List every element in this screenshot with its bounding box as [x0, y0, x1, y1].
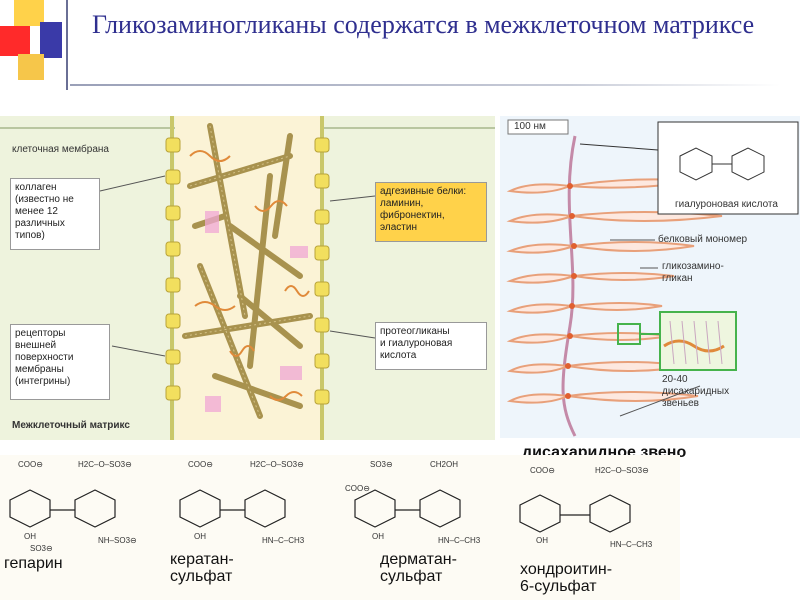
- heparin-oh: OH: [24, 532, 36, 541]
- corner-square-blue: [40, 22, 62, 58]
- corner-square-red: [0, 26, 30, 56]
- scale-bar-label: 100 нм: [514, 121, 546, 132]
- slide-title: Гликозаминогликаны содержатся в межклето…: [92, 10, 755, 39]
- chondroitin-hn: HN–C–CH3: [610, 540, 653, 549]
- keratan-h2c: H2C–O–SO3⊖: [250, 460, 304, 469]
- matrix-caption: Межклеточный матрикс: [12, 420, 130, 431]
- dermatan-rings: [354, 489, 461, 528]
- collagen-label: коллаген (известно не менее 12 различных…: [10, 178, 100, 250]
- chondroitin-sulfate-label: хондроитин- 6-сульфат: [520, 561, 613, 595]
- units-count-label: 20-40 дисахаридных звеньев: [662, 374, 730, 409]
- title-vertical-line: [66, 0, 68, 90]
- dermatan-hn: HN–C–CH3: [438, 536, 481, 545]
- chondroitin-rings: [519, 494, 631, 533]
- dermatan-oh: OH: [372, 532, 384, 541]
- hyaluronan-backbone: [561, 135, 577, 437]
- dermatan-so3: SO3⊖: [370, 460, 393, 469]
- heparin-h2c: H2C–O–SO3⊖: [78, 460, 132, 469]
- cell-membrane-label: клеточная мембрана: [12, 144, 109, 155]
- formula-drawings: [9, 489, 631, 533]
- proteoglycans-label: протеогликаны и гиалуроновая кислота: [375, 322, 487, 370]
- receptors-label: рецепторы внешней поверхности мембраны (…: [10, 324, 110, 400]
- dermatan-coo: COO⊖: [345, 484, 370, 493]
- proteoglycan-figure: 100 нм гиалуроновая кислота белковый мон…: [500, 116, 800, 438]
- proteoglycan-blobs: [205, 211, 308, 412]
- protein-monomer-label: белковый мономер: [658, 234, 748, 245]
- heparin-rings: [9, 489, 116, 528]
- keratan-rings: [179, 489, 286, 528]
- formulas-panel: COO⊖ H2C–O–SO3⊖ OH NH–SO3⊖ SO3⊖ COO⊖ H2C…: [0, 455, 680, 600]
- title-underline: [70, 84, 780, 86]
- hyaluronic-acid-label: гиалуроновая кислота: [675, 199, 778, 210]
- proteoglycan-drawing: [506, 119, 799, 437]
- matrix-figure: клеточная мембрана коллаген (известно не…: [0, 116, 495, 440]
- chondroitin-h2c: H2C–O–SO3⊖: [595, 466, 649, 475]
- membrane-receptors: [165, 137, 330, 405]
- keratan-coo: COO⊖: [188, 460, 213, 469]
- keratan-oh: OH: [194, 532, 206, 541]
- core-dots: [565, 183, 577, 399]
- hyaluronic-inset: [657, 121, 799, 215]
- heparin-nh: NH–SO3⊖: [98, 536, 137, 545]
- chondroitin-oh: OH: [536, 536, 548, 545]
- corner-square-gold: [18, 54, 44, 80]
- adhesive-proteins: [189, 150, 310, 401]
- heparin-so3: SO3⊖: [30, 544, 53, 553]
- dermatan-ch2oh: CH2OH: [430, 460, 459, 469]
- adhesive-proteins-label: адгезивные белки: ламинин, фибронектин, …: [375, 182, 487, 242]
- keratan-hn: HN–C–CH3: [262, 536, 305, 545]
- matrix-drawing: [0, 116, 495, 440]
- corner-square-yellow: [14, 0, 44, 26]
- dermatan-sulfate-label: дерматан- сульфат: [380, 551, 457, 585]
- right-cell-area: [320, 116, 495, 440]
- heparin-coo: COO⊖: [18, 460, 43, 469]
- keratan-sulfate-label: кератан- сульфат: [170, 551, 234, 585]
- collagen-striations: [184, 125, 311, 417]
- chondroitin-coo: COO⊖: [530, 466, 555, 475]
- heparin-label: гепарин: [4, 555, 63, 572]
- glycosaminoglycan-label: гликозамино- гликан: [662, 261, 724, 284]
